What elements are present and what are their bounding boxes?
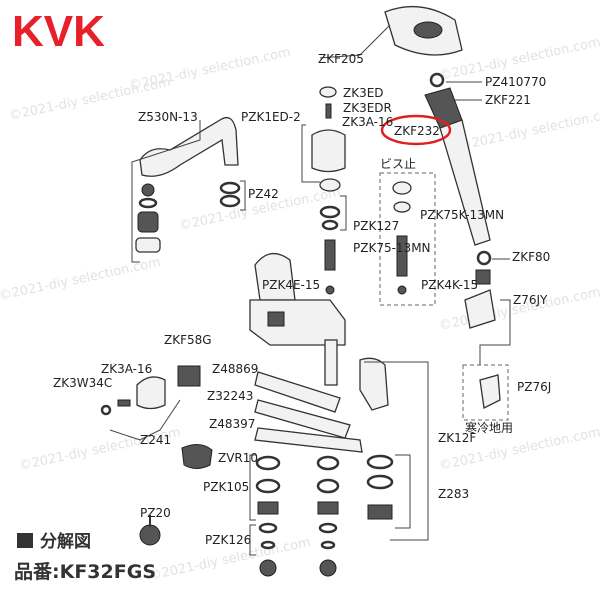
label-pzk1ed2: PZK1ED-2 (241, 110, 301, 124)
label-zkf58g: ZKF58G (164, 333, 212, 347)
highlight-circle-zkf232 (380, 114, 452, 146)
label-zkf80: ZKF80 (512, 250, 550, 264)
label-bisu-dome: ビス止 (380, 157, 416, 171)
label-zkf205: ZKF205 (318, 52, 364, 66)
label-zkf221: ZKF221 (485, 93, 531, 107)
label-kanreichi: 寒冷地用 (465, 420, 513, 435)
leader-lines (109, 24, 511, 556)
label-pzk105: PZK105 (203, 480, 249, 494)
mounting-plates (254, 371, 394, 577)
label-zvr10: ZVR10 (218, 451, 258, 465)
label-z48869: Z48869 (212, 362, 258, 376)
label-z283: Z283 (438, 487, 469, 501)
part-labels: ZKF205 PZ410770 ZKF221 ZK3ED ZK3EDR ZK3A… (53, 52, 551, 547)
heading-title: 分解図 (40, 531, 91, 552)
shower-head-zkf205 (384, 6, 463, 88)
heading-square-icon (17, 533, 33, 548)
label-pz76j: PZ76J (517, 380, 551, 394)
label-pzk127: PZK127 (353, 219, 399, 233)
label-pzk4k15: PZK4K-15 (421, 278, 478, 292)
spout-z530n13 (135, 116, 241, 253)
label-zk3a16: ZK3A-16 (101, 362, 152, 376)
hose-zkf221 (424, 87, 496, 329)
label-zk3w34c: ZK3W34C (53, 376, 112, 390)
label-pz42: PZ42 (248, 187, 279, 201)
label-pzk4e15: PZK4E-15 (262, 278, 320, 292)
faucet-body (249, 253, 389, 411)
label-z48397: Z48397 (209, 417, 255, 431)
label-pzk75k13mn: PZK75K-13MN (420, 208, 504, 222)
label-pz410770: PZ410770 (485, 75, 546, 89)
model-number: 品番:KF32FGS (14, 561, 156, 583)
label-z76jy: Z76JY (513, 293, 548, 307)
label-zk3ed: ZK3ED (343, 86, 384, 100)
label-zkf232: ZKF232 (394, 124, 440, 138)
label-z241: Z241 (140, 433, 171, 447)
label-zk3a16-top: ZK3A-16 (342, 115, 393, 129)
label-z530n13: Z530N-13 (138, 110, 198, 124)
label-zk12f: ZK12F (438, 431, 476, 445)
watermark: ©2021-diy selection.com (458, 105, 600, 154)
label-zk3edr: ZK3EDR (343, 101, 392, 115)
kvk-logo: KVK (12, 7, 105, 56)
label-z32243: Z32243 (207, 389, 253, 403)
screw-type-group-box (379, 172, 436, 306)
handle-pzk1ed2 (311, 86, 346, 295)
label-pzk7513mn: PZK75-13MN (353, 241, 431, 255)
label-pz20: PZ20 (140, 506, 171, 520)
label-pzk126: PZK126 (205, 533, 251, 547)
diverter-parts (100, 365, 213, 546)
elbow-pz76j (479, 374, 501, 409)
